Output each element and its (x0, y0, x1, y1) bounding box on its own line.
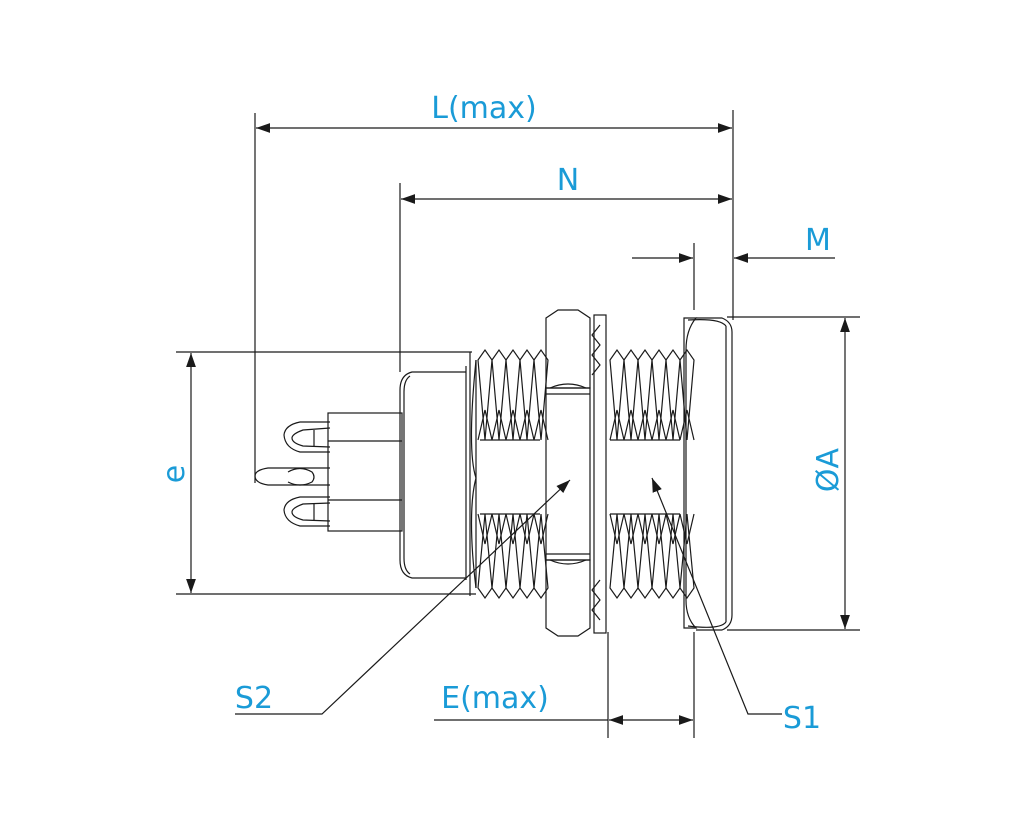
thread-crest (519, 513, 535, 545)
thread-crest (533, 513, 549, 600)
thread-crest (519, 348, 535, 441)
thread-crest (505, 513, 521, 600)
label-diameter-a: ØA (811, 447, 846, 492)
thread-crest (679, 409, 695, 441)
thread-crest (533, 348, 549, 441)
hex-nut (545, 309, 591, 637)
thread-crest (651, 409, 667, 441)
thread-crest (505, 348, 521, 441)
connector-body (254, 309, 733, 637)
dimension-lines (176, 110, 860, 738)
thread-crest (679, 513, 695, 545)
thread-crests-left (477, 348, 549, 600)
front-flange (683, 317, 733, 631)
thread-crest (651, 513, 667, 600)
thread-crest (477, 513, 493, 545)
rear-contacts (254, 412, 403, 532)
thread-crest (623, 409, 639, 441)
thread-crest (519, 409, 535, 441)
thread-crest (665, 513, 681, 600)
label-n: N (557, 163, 579, 198)
thread-crest (665, 348, 681, 441)
thread-crest (623, 513, 639, 545)
label-s2: S2 (235, 681, 273, 716)
thread-crest (477, 348, 493, 441)
thread-crest (491, 409, 507, 441)
thread-crests-right (609, 348, 695, 600)
rear-shell (399, 371, 466, 579)
thread-crest (491, 348, 507, 441)
thread-crest (609, 513, 625, 545)
label-l-max: L(max) (431, 91, 536, 126)
thread-crest (609, 409, 625, 441)
thread-crest (637, 348, 653, 441)
dimension-labels: L(max) N M ØA e E(max) S1 S2 (157, 91, 846, 736)
thread-crest (505, 513, 521, 545)
thread-crest (609, 513, 625, 600)
thread-crest (609, 348, 625, 441)
label-s1: S1 (783, 701, 821, 736)
thread-crest (651, 513, 667, 545)
thread-crest (637, 513, 653, 545)
thread-crest (623, 348, 639, 441)
thread-crest (623, 513, 639, 600)
thread-crest (477, 409, 493, 441)
thread-crest (679, 348, 695, 441)
thread-crest (519, 513, 535, 600)
thread-crest (679, 513, 695, 600)
thread-crest (491, 513, 507, 545)
thread-crest (665, 513, 681, 545)
label-e: e (157, 465, 192, 483)
thread-crest (505, 409, 521, 441)
label-e-max: E(max) (441, 681, 549, 716)
lock-washer (591, 314, 607, 634)
contact-insulator (327, 412, 403, 532)
thread-crest (637, 513, 653, 600)
label-m: M (805, 223, 831, 258)
thread-crest (491, 513, 507, 600)
thread-crest (637, 409, 653, 441)
leader-s2 (235, 479, 571, 715)
thread-left (469, 352, 477, 596)
thread-crest (665, 409, 681, 441)
thread-crest (651, 348, 667, 441)
